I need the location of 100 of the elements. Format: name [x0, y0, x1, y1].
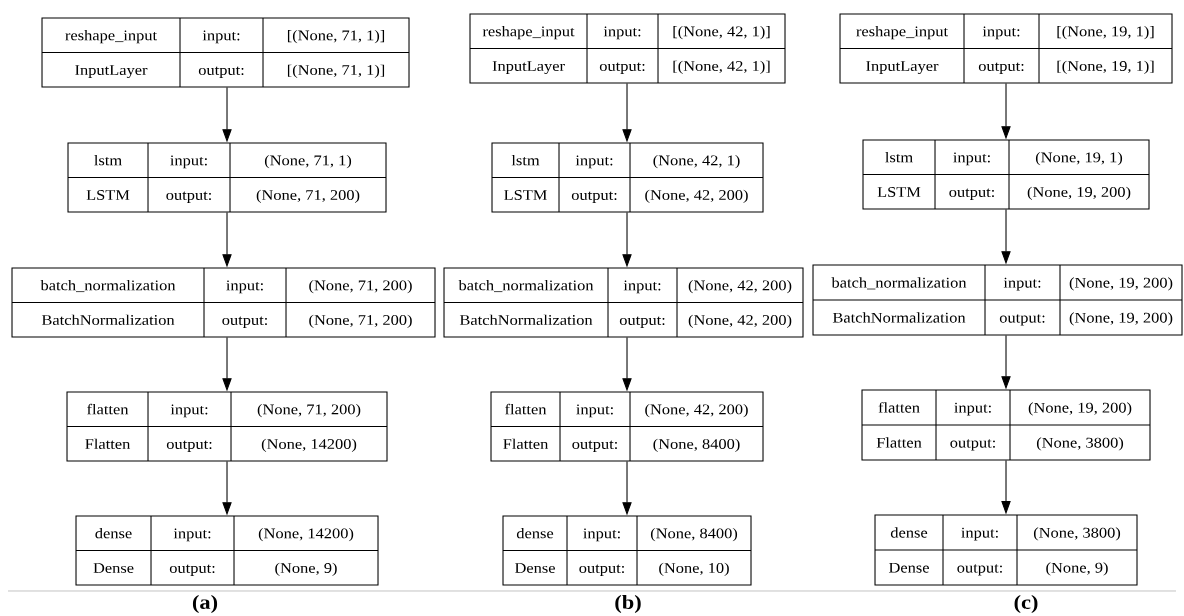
- field-label: output:: [198, 66, 244, 78]
- layer-type: BatchNormalization: [459, 314, 593, 325]
- field-label: output:: [619, 316, 665, 328]
- field-label: output:: [169, 564, 215, 576]
- shape-value: (None, 71, 200): [309, 280, 412, 294]
- field-label: output:: [957, 564, 1002, 576]
- field-label: output:: [166, 191, 211, 203]
- field-label: output:: [949, 188, 994, 200]
- layer-type: Dense: [888, 562, 929, 573]
- field-label: output:: [572, 440, 617, 452]
- layer-name: lstm: [511, 155, 540, 166]
- shape-value: (None, 19, 200): [1027, 186, 1131, 200]
- field-label: input:: [603, 26, 641, 40]
- layer-type: BatchNormalization: [832, 312, 966, 323]
- shape-value: (None, 42, 200): [688, 314, 792, 328]
- shape-value: [(None, 19, 1)]: [1057, 60, 1154, 74]
- shape-value: (None, 3800): [1036, 437, 1124, 451]
- field-label: input:: [170, 404, 208, 418]
- shape-value: [(None, 19, 1)]: [1057, 26, 1154, 40]
- shape-value: [(None, 42, 1)]: [673, 60, 770, 74]
- shape-value: (None, 71, 200): [256, 189, 360, 203]
- shape-value: (None, 9): [1046, 562, 1108, 576]
- shape-value: (None, 42, 200): [688, 280, 792, 294]
- field-label: output:: [579, 564, 624, 576]
- shape-value: (None, 8400): [650, 528, 738, 542]
- shape-value: (None, 14200): [261, 438, 357, 452]
- layer-box: [75, 515, 379, 586]
- field-label: input:: [961, 527, 998, 541]
- shape-value: [(None, 71, 1)]: [287, 30, 385, 44]
- field-label: output:: [222, 316, 267, 328]
- layer-type: Dense: [93, 563, 134, 573]
- layer-type: InputLayer: [492, 61, 565, 74]
- layer-type: BatchNormalization: [41, 314, 175, 325]
- field-label: output:: [978, 62, 1024, 74]
- layer-type: LSTM: [86, 190, 130, 200]
- field-label: input:: [1003, 277, 1041, 291]
- shape-value: (None, 8400): [653, 438, 740, 452]
- layer-box: [469, 13, 786, 84]
- layer-name: lstm: [885, 152, 913, 163]
- layer-name: reshape_input: [856, 26, 948, 40]
- layer-name: dense: [95, 528, 132, 539]
- field-label: input:: [954, 402, 991, 416]
- shape-value: (None, 19, 200): [1069, 312, 1173, 326]
- layer-type: Flatten: [503, 438, 549, 449]
- shape-value: (None, 19, 200): [1028, 402, 1132, 416]
- field-label: output:: [950, 439, 995, 451]
- shape-value: [(None, 42, 1)]: [673, 26, 770, 40]
- layer-box: [874, 514, 1138, 586]
- field-label: input:: [583, 528, 620, 542]
- layer-type: InputLayer: [866, 61, 939, 74]
- field-label: output:: [999, 314, 1045, 326]
- layer-type: Flatten: [876, 437, 922, 448]
- layer-box: [11, 267, 436, 338]
- layer-type: LSTM: [877, 187, 921, 197]
- layer-box: [862, 139, 1150, 210]
- shape-value: (None, 42, 200): [645, 404, 748, 418]
- layer-box: [67, 142, 387, 213]
- field-label: input:: [982, 26, 1020, 40]
- layer-name: flatten: [87, 403, 129, 415]
- layer-name: batch_normalization: [831, 277, 967, 290]
- field-label: output:: [571, 191, 617, 203]
- layer-box: [443, 267, 804, 338]
- layer-name: reshape_input: [482, 26, 575, 40]
- layer-box: [490, 391, 764, 462]
- layer-box: [839, 13, 1173, 84]
- field-label: input:: [575, 155, 613, 169]
- layer-box: [66, 391, 388, 462]
- field-label: input:: [226, 280, 263, 294]
- shape-value: (None, 19, 1): [1035, 152, 1123, 166]
- shape-value: [(None, 71, 1)]: [287, 64, 385, 78]
- shape-value: (None, 9): [275, 562, 337, 576]
- layer-name: reshape_input: [65, 30, 157, 44]
- layer-type: Dense: [514, 563, 555, 573]
- layer-box: [502, 515, 752, 586]
- field-label: input:: [576, 404, 613, 418]
- field-label: input:: [623, 280, 661, 294]
- shape-value: (None, 14200): [258, 528, 354, 542]
- layer-name: dense: [516, 528, 554, 539]
- layer-type: LSTM: [504, 190, 547, 200]
- layer-name: batch_normalization: [458, 280, 594, 293]
- layer-name: flatten: [505, 403, 547, 415]
- layer-box: [861, 389, 1151, 461]
- layer-box: [491, 142, 764, 213]
- shape-value: (None, 71, 200): [257, 404, 361, 418]
- layer-type: Flatten: [85, 438, 131, 449]
- shape-value: (None, 3800): [1033, 527, 1121, 541]
- shape-value: (None, 71, 200): [309, 314, 412, 328]
- shape-value: (None, 71, 1): [264, 155, 352, 169]
- layer-name: dense: [890, 527, 928, 538]
- shape-value: (None, 42, 200): [645, 189, 748, 203]
- layer-name: batch_normalization: [40, 280, 176, 293]
- field-label: output:: [599, 62, 645, 74]
- shape-value: (None, 19, 200): [1069, 277, 1173, 291]
- field-label: input:: [953, 152, 990, 166]
- shape-value: (None, 10): [659, 562, 729, 576]
- field-label: input:: [173, 528, 211, 542]
- shape-value: (None, 42, 1): [653, 155, 740, 169]
- layer-box: [812, 264, 1183, 336]
- field-label: input:: [202, 30, 240, 44]
- layer-name: lstm: [94, 155, 122, 166]
